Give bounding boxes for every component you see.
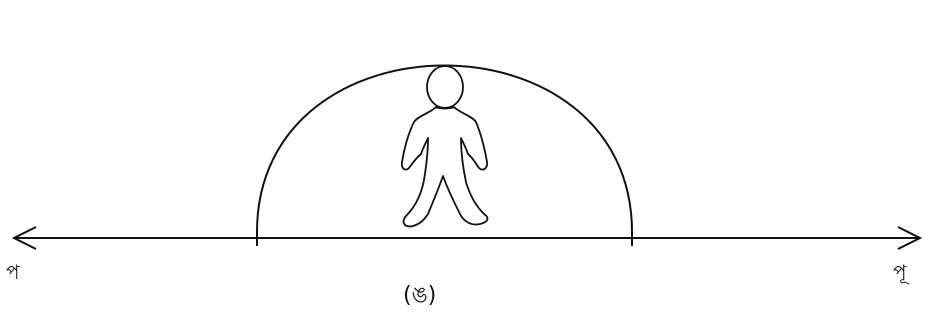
person-head — [427, 66, 463, 108]
person-figure — [402, 66, 488, 226]
east-direction-label: পূ — [893, 262, 907, 282]
figure-caption: (ঙ) — [403, 285, 436, 307]
person-body — [402, 107, 488, 226]
west-direction-label: প — [6, 262, 20, 282]
